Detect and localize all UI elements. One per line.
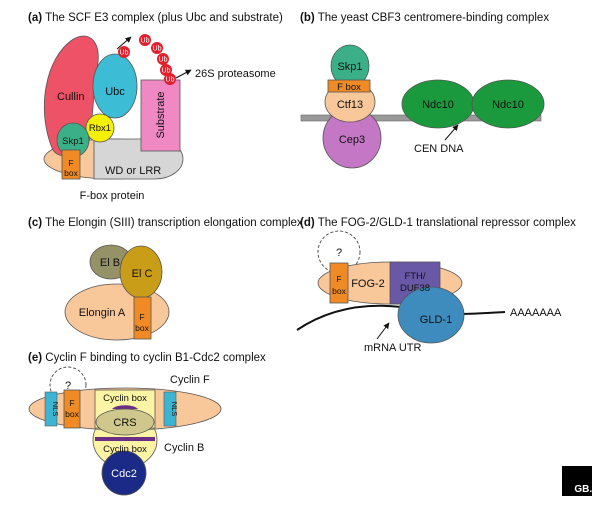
skp1-label: Skp1 xyxy=(337,61,362,73)
panel-a: (a) The SCF E3 complex (plus Ubc and sub… xyxy=(28,12,283,202)
panel-e: (e) Cyclin F binding to cyclin B1-Cdc2 c… xyxy=(28,352,266,496)
panel-b-caption: (b) The yeast CBF3 centromere-binding co… xyxy=(300,12,549,24)
rbx1-shape xyxy=(85,113,115,143)
cyclin-b-label: Cyclin B xyxy=(164,442,204,454)
nls-stripe-left xyxy=(44,391,58,427)
ub-circle xyxy=(157,53,169,65)
ub-label: Ub xyxy=(162,68,171,75)
cyclin-box-top-label: Cyclin box xyxy=(103,393,147,404)
ndc10-label-left: Ndc10 xyxy=(422,99,454,111)
polya-label: AAAAAAA xyxy=(510,307,562,319)
fbox-label-line2: box xyxy=(64,168,78,178)
gld1-shape xyxy=(397,286,465,344)
ub-circle xyxy=(151,42,163,54)
fbox-stripe xyxy=(133,296,152,340)
ubc-shape xyxy=(92,53,138,119)
nls-stripe-right xyxy=(163,391,177,427)
nls-label-right: NLS xyxy=(170,402,179,417)
panel-e-caption: (e) Cyclin F binding to cyclin B1-Cdc2 c… xyxy=(28,352,266,364)
panel-c: (c) The Elongin (SIII) transcription elo… xyxy=(28,217,303,341)
fbox-protein-label: F-box protein xyxy=(80,190,145,202)
gld1-label: GLD-1 xyxy=(420,314,452,326)
ub-transfer-arrow xyxy=(116,36,132,50)
wd-lrr-label: WD or LRR xyxy=(105,165,161,177)
panel-d: (d) The FOG-2/GLD-1 translational repres… xyxy=(296,217,576,354)
cep3-label: Cep3 xyxy=(339,134,365,146)
ub-label: Ub xyxy=(141,38,150,45)
ub-chain: Ub Ub Ub Ub Ub Ub xyxy=(118,34,176,85)
fth-label-line1: FTH/ xyxy=(404,271,425,282)
ub-tag: Ub xyxy=(160,64,172,76)
ndc10-label-right: Ndc10 xyxy=(492,99,524,111)
fbox-label-line1: F xyxy=(68,158,73,168)
fbox-label-line2: box xyxy=(135,323,149,333)
unknown-partner-circle xyxy=(49,366,87,404)
proteasome-arrow xyxy=(175,69,192,79)
ub-tag: Ub xyxy=(139,34,151,46)
cyclin-f-label: Cyclin F xyxy=(170,374,210,386)
logo-text: GB.c xyxy=(574,484,598,495)
skp1-label: Skp1 xyxy=(62,136,84,147)
fbox-label-line2: box xyxy=(332,286,346,296)
rbx1-label: Rbx1 xyxy=(89,123,111,134)
elongin-a-label: Elongin A xyxy=(79,307,126,319)
panel-a-caption: (a) The SCF E3 complex (plus Ubc and sub… xyxy=(28,12,283,24)
ub-circle xyxy=(160,64,172,76)
panel-b: (b) The yeast CBF3 centromere-binding co… xyxy=(300,12,549,169)
elongin-b-label: El B xyxy=(100,257,120,269)
fbox-stripe xyxy=(61,149,81,180)
ub-tag: Ub xyxy=(157,53,169,65)
ubc-label: Ubc xyxy=(105,86,125,98)
fbox-band xyxy=(327,79,371,93)
ub-circle xyxy=(164,73,176,85)
crs-label: CRS xyxy=(113,417,136,429)
ndc10-shape-right xyxy=(471,79,545,129)
elongin-c-label: El C xyxy=(132,268,153,280)
substrate-label: Substrate xyxy=(155,91,167,138)
ub-label: Ub xyxy=(153,46,162,53)
fbox-label-line1: F xyxy=(69,398,74,408)
crs-band-bottom xyxy=(95,437,155,441)
ub-label: Ub xyxy=(120,50,129,57)
panel-d-caption: (d) The FOG-2/GLD-1 translational repres… xyxy=(300,217,576,229)
fbox-stripe xyxy=(63,389,81,429)
crs-shape xyxy=(95,408,155,436)
ub-circle xyxy=(118,46,130,58)
ub-tag: Ub xyxy=(164,73,176,85)
cyclin-box-bottom-label: Cyclin box xyxy=(103,444,147,455)
fbox-label-line2: box xyxy=(65,409,79,419)
fbox-stripe xyxy=(329,262,349,304)
ub-tag: Ub xyxy=(118,46,130,58)
fbox-label-line1: F xyxy=(336,274,341,284)
fog2-label: FOG-2 xyxy=(351,278,385,290)
logo-box xyxy=(562,466,592,496)
proteasome-label: 26S proteasome xyxy=(195,68,276,80)
cen-dna-label: CEN DNA xyxy=(414,143,464,155)
ub-circle xyxy=(139,34,151,46)
unknown-partner-label: ? xyxy=(65,380,71,392)
gb-logo: GB.c xyxy=(562,466,598,496)
substrate-shape xyxy=(140,79,181,152)
cdc2-shape xyxy=(101,450,147,496)
ctf13-label: Ctf13 xyxy=(337,99,363,111)
panel-c-caption: (c) The Elongin (SIII) transcription elo… xyxy=(28,217,303,229)
fbox-label-line1: F xyxy=(139,312,144,322)
fbox-label: F box xyxy=(337,82,361,93)
mrna-utr-label: mRNA UTR xyxy=(364,342,422,354)
ub-label: Ub xyxy=(159,57,168,64)
ub-tag: Ub xyxy=(151,42,163,54)
cen-dna-arrow xyxy=(444,124,459,141)
mrna-utr-arrow xyxy=(376,322,390,340)
nls-label-left: NLS xyxy=(51,402,60,417)
ub-label: Ub xyxy=(166,77,175,84)
unknown-partner-label: ? xyxy=(336,247,342,259)
cullin-label: Cullin xyxy=(57,91,85,103)
cdc2-label: Cdc2 xyxy=(111,468,137,480)
fth-label-line2: DUF38 xyxy=(400,283,430,294)
crs-band-top xyxy=(112,405,138,409)
